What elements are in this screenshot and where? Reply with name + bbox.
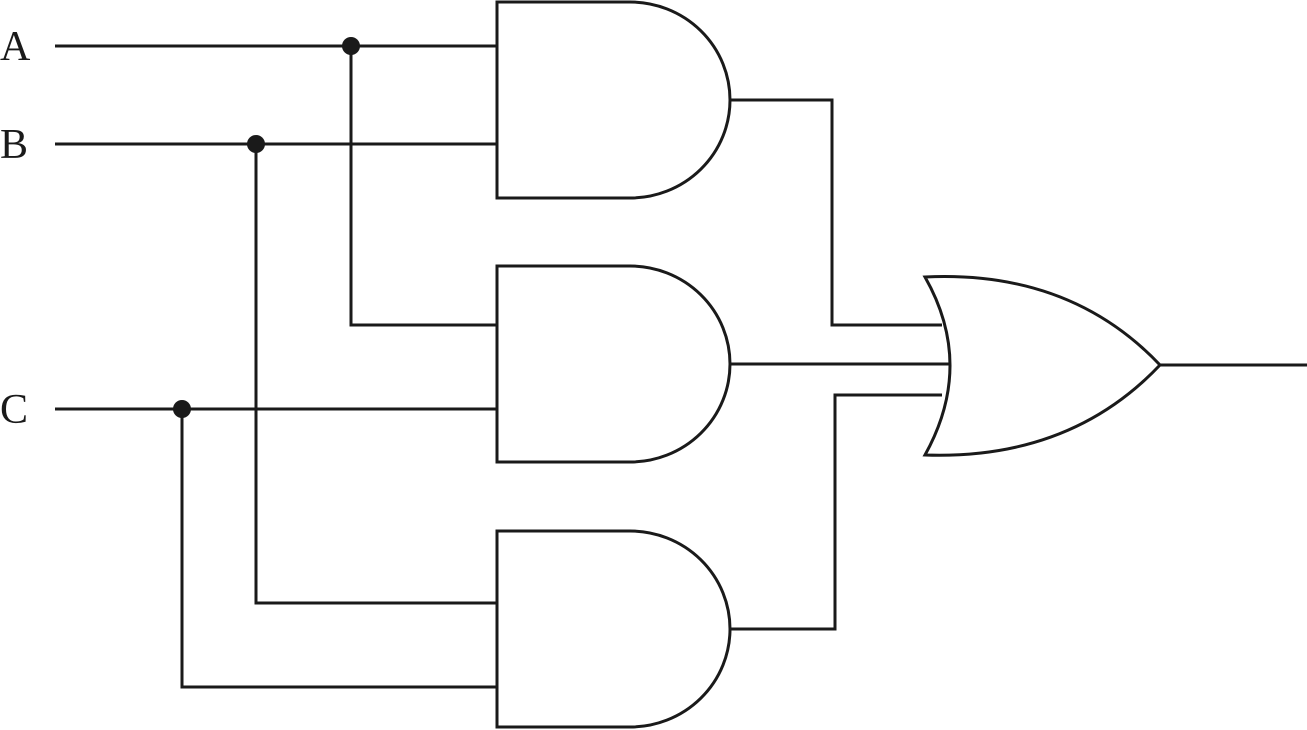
wire-a-to-and2	[349, 46, 497, 327]
input-label-b: B	[0, 122, 28, 168]
wire-and1-to-or	[730, 98, 942, 327]
or-gate	[922, 275, 1163, 457]
junction-c	[173, 400, 191, 418]
and-gate-2	[495, 264, 732, 464]
junction-b	[247, 135, 265, 153]
wire-and3-to-or	[730, 393, 942, 631]
and-gate-3	[495, 529, 732, 729]
junction-a	[342, 37, 360, 55]
input-label-a: A	[0, 24, 31, 70]
and-gate-1	[495, 0, 732, 200]
input-label-c: C	[0, 387, 28, 433]
wire-b-to-and3	[254, 144, 497, 605]
wire-c-to-and3	[180, 409, 497, 689]
